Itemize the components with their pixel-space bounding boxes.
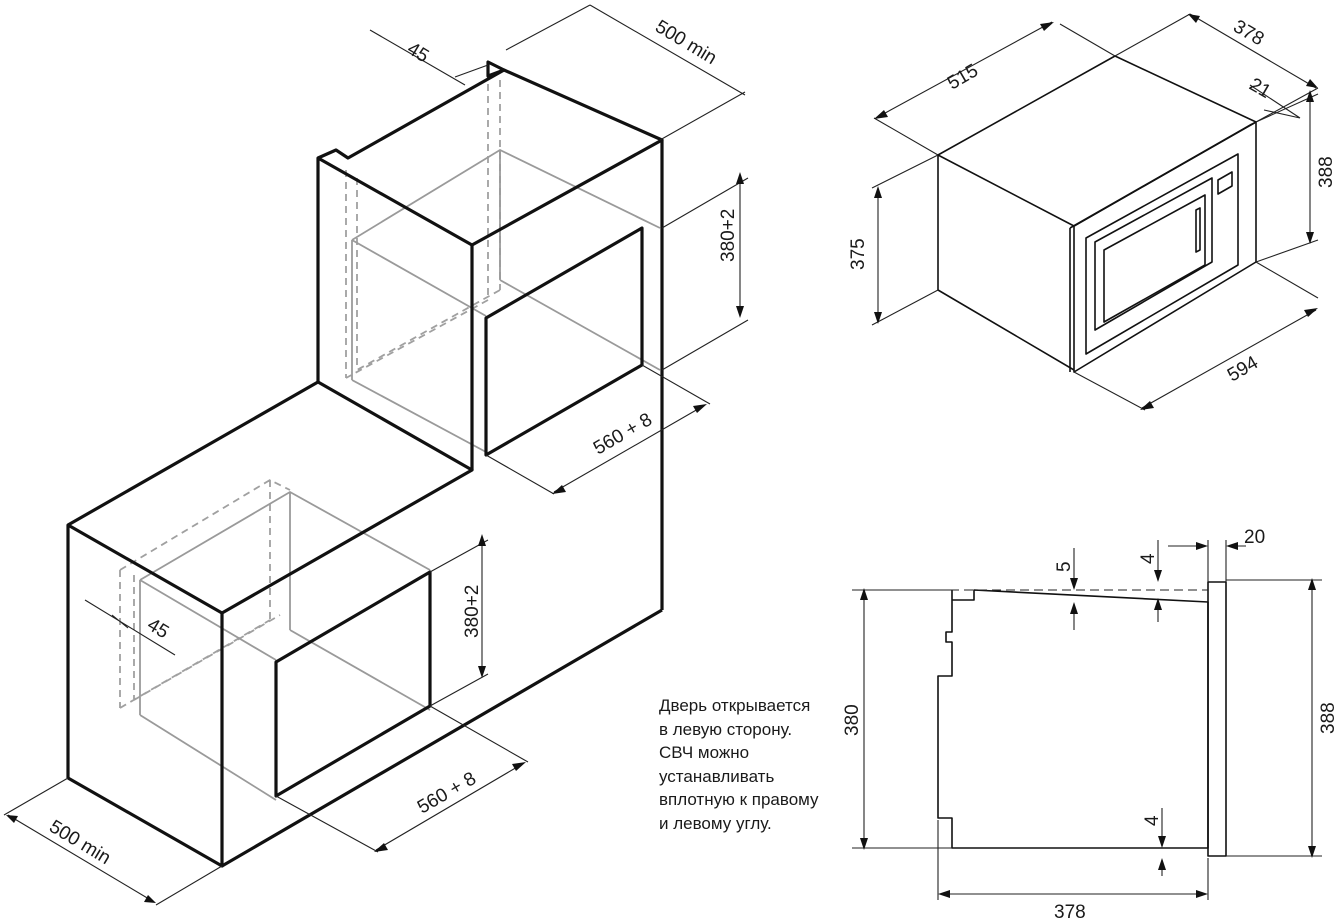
note-line: устанавливать <box>659 766 775 786</box>
label-side-body-height: 380 <box>842 704 863 736</box>
label-side-door: 20 <box>1244 527 1265 548</box>
side-view <box>852 540 1322 900</box>
label-side-top-offset: 4 <box>1138 553 1159 564</box>
label-mw-width: 515 <box>944 60 982 94</box>
note-line: Дверь открывается <box>659 696 811 715</box>
upper-cabinet <box>316 60 664 610</box>
isometric-labels: 500 min 45 380+2 560 + 8 380+2 560 + 8 4… <box>45 16 739 869</box>
label-lower-height: 380+2 <box>462 585 483 638</box>
label-mw-height: 388 <box>1316 156 1337 188</box>
label-lower-depth: 560 + 8 <box>414 768 480 818</box>
microwave-labels: 515 378 21 388 375 594 <box>848 16 1337 386</box>
microwave-iso <box>937 55 1257 373</box>
label-mw-body-height: 375 <box>848 238 869 270</box>
side-view-labels: 20 5 4 380 388 4 378 <box>842 527 1339 922</box>
label-mw-front-width: 594 <box>1224 352 1262 386</box>
label-upper-height: 380+2 <box>718 209 739 262</box>
note-line: СВЧ можно <box>659 743 750 762</box>
note-line: и левому углу. <box>659 813 772 833</box>
label-side-overall-height: 388 <box>1318 702 1339 734</box>
isometric-dimensions <box>3 4 749 906</box>
label-mw-depth: 378 <box>1230 16 1268 50</box>
label-side-bottom-offset: 4 <box>1142 815 1163 826</box>
label-upper-offset: 45 <box>403 38 432 67</box>
installation-note: Дверь открывается в левую сторону. СВЧ м… <box>659 694 859 835</box>
microwave-dimensions <box>871 13 1319 411</box>
label-lower-width: 500 min <box>45 816 114 869</box>
label-side-depth: 378 <box>1054 902 1086 922</box>
note-line: в левую сторону. <box>659 719 793 739</box>
label-side-top-gap: 5 <box>1054 561 1075 572</box>
note-line: вплотную к правому <box>659 790 819 809</box>
